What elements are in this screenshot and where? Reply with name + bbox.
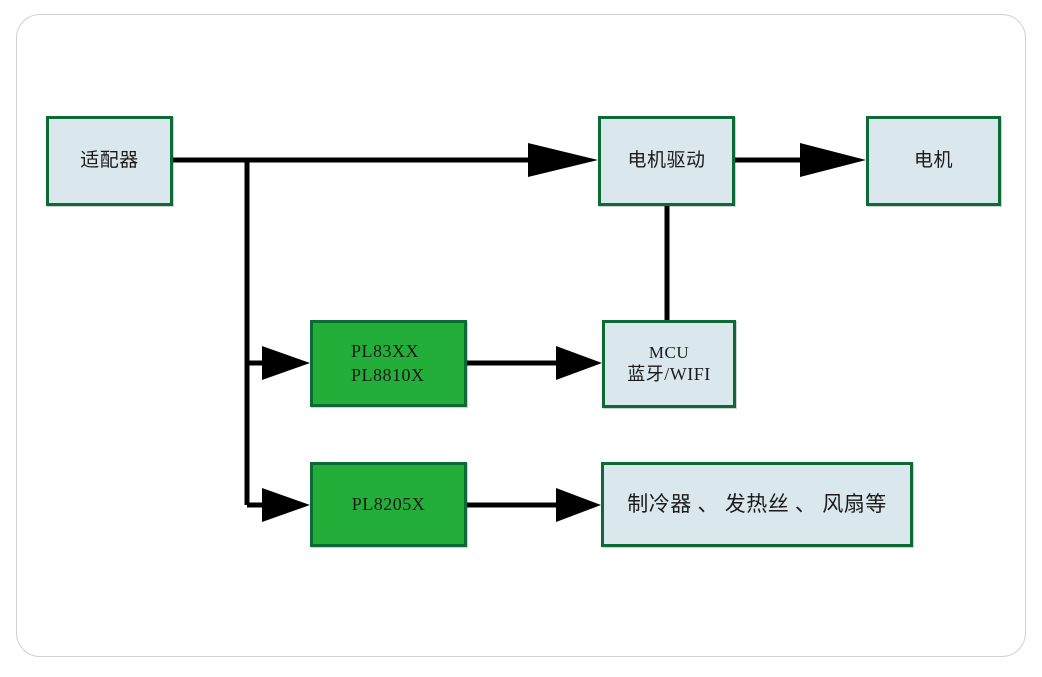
node-motor[interactable]: 电机 [866, 116, 1001, 206]
node-mcu-label-line1: MCU [648, 342, 690, 362]
node-motor-driver[interactable]: 电机驱动 [598, 116, 735, 206]
diagram-outer-frame [16, 14, 1026, 657]
node-motor-driver-label: 电机驱动 [627, 149, 706, 171]
node-motor-label: 电机 [913, 149, 953, 171]
node-pl83xx-label-line1: PL83XX [351, 341, 420, 362]
node-mcu[interactable]: MCU 蓝牙/WIFI [602, 320, 736, 408]
node-loads-label: 制冷器 、 发热丝 、 风扇等 [627, 492, 887, 517]
node-pl83xx-label-line2: PL8810X [351, 364, 425, 385]
node-adapter[interactable]: 适配器 [46, 116, 173, 206]
node-adapter-label: 适配器 [80, 149, 139, 171]
node-pl8205x[interactable]: PL8205X [310, 462, 467, 547]
node-loads[interactable]: 制冷器 、 发热丝 、 风扇等 [601, 462, 913, 547]
node-pl8205x-label: PL8205X [351, 493, 426, 514]
node-pl83xx[interactable]: PL83XX PL8810X [310, 320, 467, 407]
node-mcu-label-line2: 蓝牙/WIFI [627, 364, 711, 385]
